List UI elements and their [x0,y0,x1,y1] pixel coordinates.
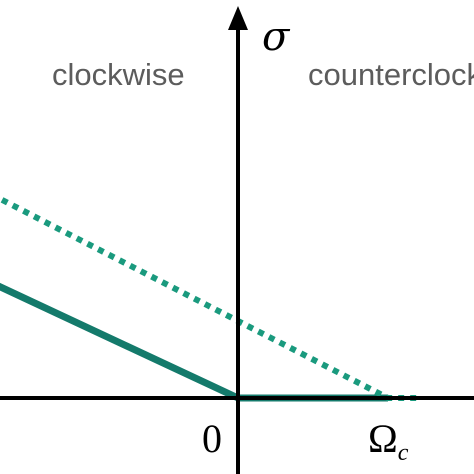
series-layer [0,195,418,402]
region-label-counterclockwise: counterclockwise [308,57,474,92]
series-line-solid [0,282,388,402]
x-tick-label-subscript: c [398,440,409,466]
x-tick-label-omega-c: Ωc [368,416,409,466]
y-axis-label: σ [262,14,291,60]
x-tick-label-zero: 0 [202,416,222,461]
series-line-dotted [0,195,418,401]
y-axis-arrowhead [228,6,248,30]
x-tick-label-omega: Ω [368,416,398,461]
region-label-clockwise: clockwise [52,57,185,92]
